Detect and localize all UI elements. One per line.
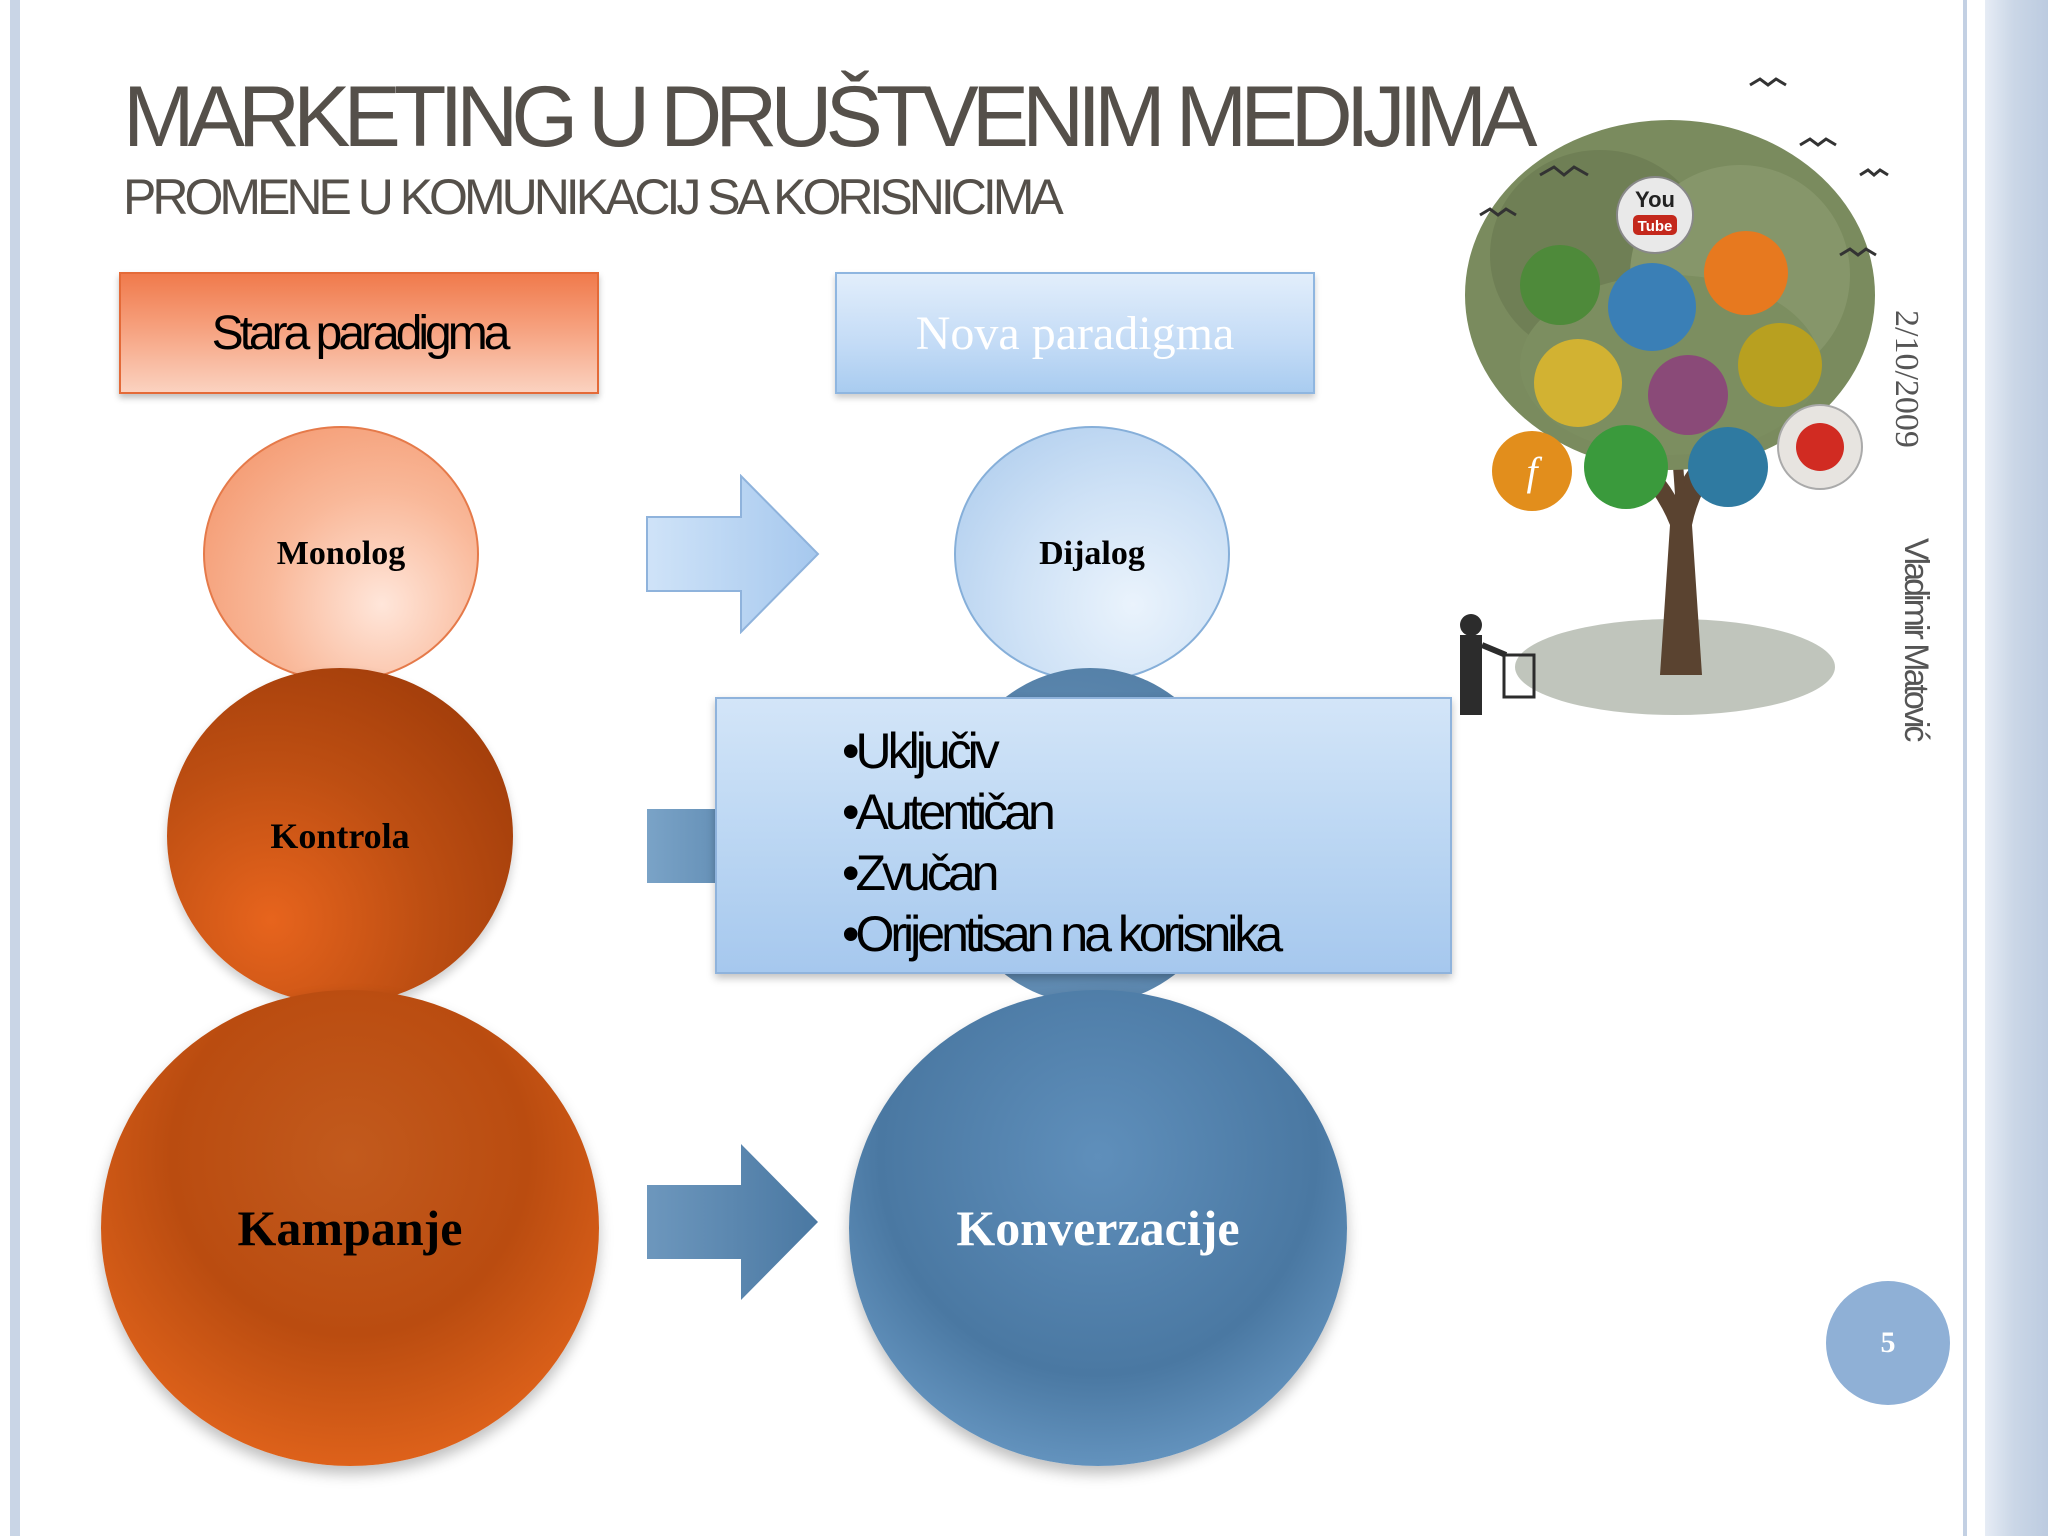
kontrola-label: Kontrola [270, 816, 410, 856]
traits-list: •Uključiv •Autentičan •Zvučan •Orijentis… [717, 699, 1450, 965]
page-number: 5 [1880, 1326, 1896, 1359]
konverzacije-circle: Konverzacije [849, 990, 1347, 1466]
page-number-badge: 5 [1826, 1281, 1950, 1405]
old-paradigm-label: Stara paradigma [211, 306, 511, 360]
right-frame-band [1985, 0, 2048, 1536]
dijalog-circle: Dijalog [954, 426, 1230, 682]
new-paradigm-label: Nova paradigma [915, 306, 1235, 360]
list-item: •Autentičan [842, 784, 1056, 840]
monolog-label: Monolog [276, 535, 406, 572]
konverzacije-label: Konverzacije [956, 1200, 1240, 1256]
slide-date: 2/10/2009 [1888, 310, 1925, 448]
new-paradigm-traits-box: •Uključiv •Autentičan •Zvučan •Orijentis… [715, 697, 1452, 974]
list-item: •Uključiv [842, 723, 1000, 779]
slide-subtitle: PROMENE U KOMUNIKACIJ SA KORISNICIMA [123, 169, 1064, 225]
slide-author: Vladimir Matović [1897, 538, 1935, 740]
new-paradigm-header: Nova paradigma [835, 272, 1315, 394]
old-paradigm-header: Stara paradigma [119, 272, 599, 394]
list-item: •Zvučan [842, 845, 999, 901]
kontrola-circle: Kontrola [167, 668, 513, 1004]
slide-title: MARKETING U DRUŠTVENIM MEDIJIMA [123, 69, 1538, 165]
youtube-logo-text-tube: Tube [1638, 218, 1673, 235]
youtube-logo-text-you: You [1635, 187, 1675, 212]
kampanje-circle: Kampanje [101, 990, 599, 1466]
right-frame-line [1963, 0, 1967, 1536]
social-media-tree-icon: You Tube f [1460, 77, 1889, 715]
monolog-circle: Monolog [203, 426, 479, 682]
list-item: •Orijentisan na korisnika [842, 906, 1283, 962]
left-frame-border [10, 0, 20, 1536]
arrow-right-icon [646, 474, 820, 634]
kampanje-label: Kampanje [237, 1200, 463, 1256]
arrow-right-icon [647, 1144, 818, 1300]
dijalog-label: Dijalog [1039, 535, 1145, 572]
